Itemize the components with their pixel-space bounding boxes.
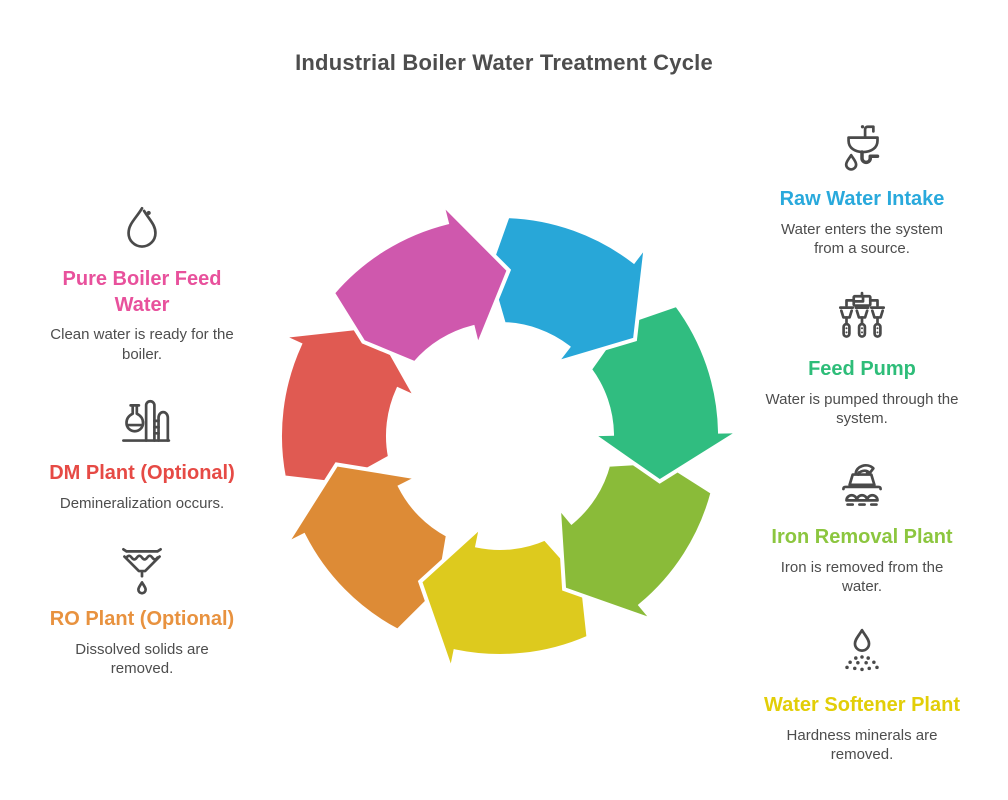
cycle-arrow-feed-pump <box>585 302 748 484</box>
funnel-filter-icon <box>110 538 174 602</box>
chemical-plant-icon <box>122 399 171 442</box>
step-feed-pump: Feed Pump Water is pumped through the sy… <box>742 288 982 429</box>
cycle-arrow-ro-plant-optional <box>280 462 451 634</box>
water-basin-icon <box>844 125 880 171</box>
cycle-arrow-water-softener-plant <box>417 520 591 679</box>
pump-manifold-icon <box>830 288 894 352</box>
step-description: Clean water is ready for the boiler. <box>50 326 234 363</box>
funnel-filter-icon <box>122 547 162 595</box>
water-drop-icon <box>110 198 174 262</box>
water-basin-icon <box>830 118 894 182</box>
step-title: Water Softener Plant <box>764 694 960 716</box>
step-title: Pure Boiler Feed Water <box>62 268 222 316</box>
step-description: Water enters the system from a source. <box>781 220 943 258</box>
step-ro-plant: RO Plant (Optional) Dissolved solids are… <box>22 538 262 679</box>
step-description: Hardness minerals are removed. <box>786 726 938 764</box>
page-title: Industrial Boiler Water Treatment Cycle <box>295 50 713 75</box>
step-water-softener-plant: Water Softener Plant Hardness minerals a… <box>742 624 982 765</box>
droplet-sprinkle-icon <box>830 624 894 688</box>
cycle-arrow-pure-boiler-feed-water <box>330 196 512 366</box>
step-dm-plant: DM Plant (Optional) Demineralization occ… <box>22 392 262 513</box>
chemical-plant-icon <box>110 392 174 456</box>
pump-manifold-icon <box>838 291 886 338</box>
step-description: Iron is removed from the water. <box>780 558 944 596</box>
step-title: DM Plant (Optional) <box>49 462 235 484</box>
cycle-arrow-iron-removal-plant <box>556 459 715 625</box>
cycle-arrow-raw-water-intake <box>486 214 649 367</box>
step-description: Dissolved solids are removed. <box>75 640 209 678</box>
step-title: Iron Removal Plant <box>771 526 953 548</box>
step-title: Feed Pump <box>808 358 916 380</box>
step-title: RO Plant (Optional) <box>49 608 235 630</box>
step-description: Water is pumped through the system. <box>765 390 959 428</box>
step-title: Raw Water Intake <box>779 188 945 210</box>
cycle-arrow-dm-plant-optional <box>274 323 422 487</box>
industrial-machine-icon <box>830 456 894 520</box>
industrial-machine-icon <box>842 464 882 506</box>
step-raw-water-intake: Raw Water Intake Water enters the system… <box>742 118 982 259</box>
step-iron-removal-plant: Iron Removal Plant Iron is removed from … <box>742 456 982 597</box>
step-description: Demineralization occurs. <box>59 494 225 512</box>
droplet-sprinkle-icon <box>845 628 879 672</box>
cycle-arrow-layer <box>274 196 748 679</box>
step-pure-boiler-feed-water: Pure Boiler Feed Water Clean water is re… <box>22 198 262 365</box>
water-drop-icon <box>127 206 157 248</box>
